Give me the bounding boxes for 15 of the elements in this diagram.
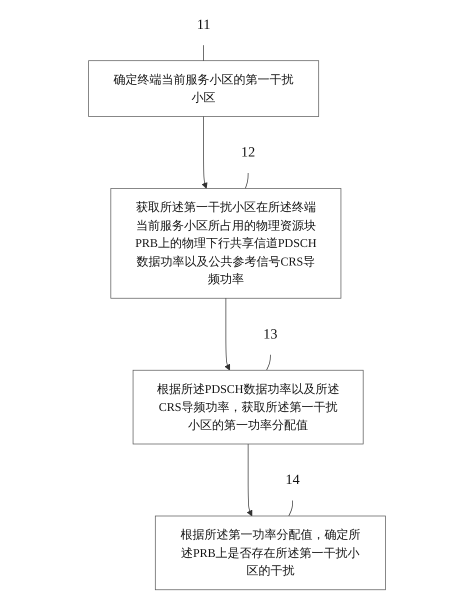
connector (288, 500, 293, 516)
arrow (224, 298, 230, 371)
node-text: 14 (286, 472, 300, 488)
node-text: 12 (241, 144, 256, 160)
connector (245, 172, 248, 189)
arrow (246, 444, 252, 516)
connector (266, 354, 271, 371)
connector (203, 44, 204, 62)
node-text: 11 (196, 16, 210, 32)
node-box (110, 188, 342, 299)
node-box (88, 60, 320, 117)
node-text: 13 (263, 326, 278, 342)
node-box (154, 516, 386, 590)
arrow (202, 116, 208, 189)
node-box (132, 370, 364, 444)
